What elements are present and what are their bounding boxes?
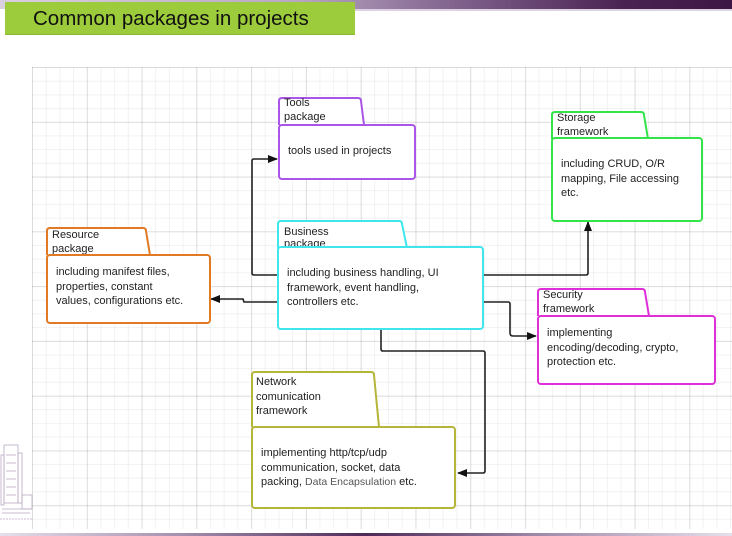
package-tools-body: tools used in projects bbox=[278, 124, 416, 180]
connector-business-to-network bbox=[380, 329, 486, 477]
package-tools-description: tools used in projects bbox=[288, 145, 392, 157]
package-security-description: implementing encoding/decoding, crypto, … bbox=[547, 327, 679, 368]
package-network-body: implementing http/tcp/udp communication,… bbox=[251, 426, 456, 509]
package-network-description: implementing http/tcp/udp communication,… bbox=[261, 446, 446, 490]
connector-business-to-security bbox=[484, 301, 537, 340]
package-storage-name: Storage framework bbox=[557, 112, 609, 138]
package-tools-name: Tools package bbox=[284, 97, 326, 123]
package-storage-body: including CRUD, O/R mapping, File access… bbox=[551, 137, 703, 222]
package-resource-body: including manifest files, properties, co… bbox=[46, 254, 211, 324]
slide-title: Common packages in projects bbox=[5, 2, 355, 35]
connector-business-to-tools bbox=[251, 155, 278, 276]
bottom-decorative-bar bbox=[0, 533, 732, 536]
package-business-body: including business handling, UI framewor… bbox=[277, 246, 484, 330]
package-resource-name: Resource package bbox=[52, 229, 100, 255]
package-storage-description: including CRUD, O/R mapping, File access… bbox=[561, 158, 680, 199]
package-resource-description: including manifest files, properties, co… bbox=[56, 266, 184, 307]
top-bar-underline bbox=[350, 9, 732, 11]
connector-business-to-resource bbox=[210, 295, 278, 303]
building-logo-icon bbox=[0, 444, 33, 520]
top-decorative-bar bbox=[0, 0, 732, 9]
package-network-name: Network comunication framework bbox=[256, 376, 321, 417]
package-business-description: including business handling, UI framewor… bbox=[287, 267, 439, 308]
package-network-description-last-line: packing, Data Encapsulation etc. bbox=[261, 476, 417, 488]
connector-business-to-storage bbox=[484, 221, 592, 276]
package-security-body: implementing encoding/decoding, crypto, … bbox=[537, 315, 716, 385]
package-security-name: Security framework bbox=[543, 289, 595, 315]
